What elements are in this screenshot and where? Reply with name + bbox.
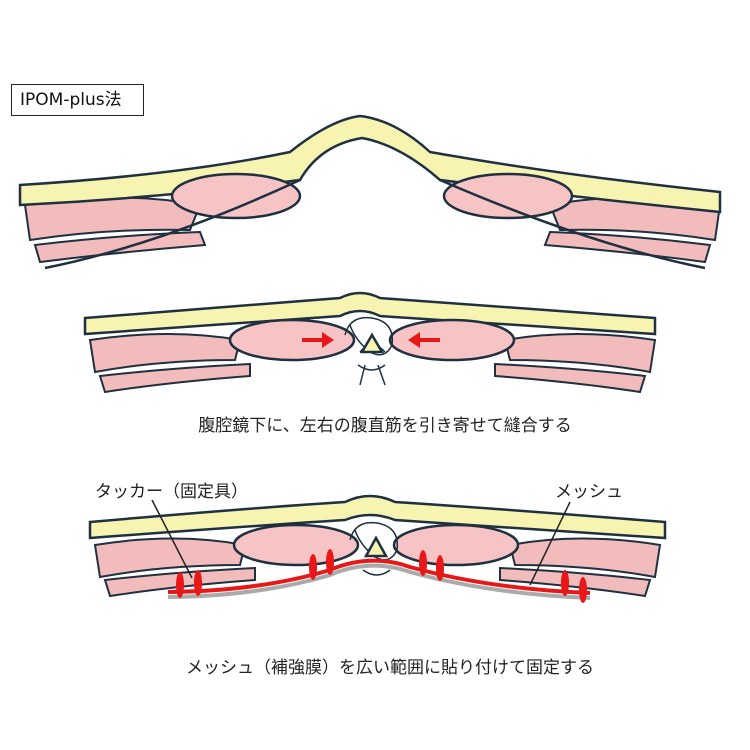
fascia-peak xyxy=(359,332,385,354)
tackers xyxy=(176,549,587,603)
mesh-label: メッシュ xyxy=(555,482,623,502)
rectus-muscle-left xyxy=(232,523,360,567)
panel2-caption: 腹腔鏡下に、左右の腹直筋を引き寄せて縫合する xyxy=(198,416,572,436)
panel-mesh xyxy=(88,494,667,603)
rectus-muscle-right xyxy=(442,172,574,220)
rectus-muscle-right xyxy=(388,318,516,362)
tacker xyxy=(326,549,334,575)
tacker xyxy=(561,570,569,596)
tacker-label: タッカー（固定具） xyxy=(95,482,248,502)
fibers-right xyxy=(494,333,657,394)
mesh-leader-line xyxy=(529,501,571,586)
panel3-caption: メッシュ（補強膜）を広い範囲に貼り付けて固定する xyxy=(186,658,594,678)
pull-arrow-right xyxy=(302,332,334,348)
fibers-right xyxy=(499,537,662,598)
suture-knot xyxy=(349,521,399,576)
rectus-muscle-left xyxy=(228,318,356,362)
fat-layer xyxy=(18,114,722,214)
pull-arrow-left xyxy=(408,332,440,348)
panel-before xyxy=(18,114,722,270)
tacker xyxy=(419,550,427,576)
tacker xyxy=(436,555,444,581)
tacker xyxy=(579,577,587,603)
title-box: IPOM-plus法 xyxy=(11,84,144,116)
fibers-right xyxy=(543,196,722,264)
fat-layer xyxy=(83,291,657,336)
fat-layer xyxy=(88,494,667,540)
panel-suture xyxy=(83,291,657,394)
mesh xyxy=(167,558,591,595)
tacker xyxy=(309,554,317,580)
tacker xyxy=(176,572,184,598)
peritoneum-line xyxy=(44,178,706,270)
rectus-muscle-left xyxy=(170,172,302,220)
tacker xyxy=(194,570,202,596)
fascia-peak xyxy=(363,535,389,558)
tacker-leader-line xyxy=(151,499,193,579)
rectus-muscle-right xyxy=(392,523,520,567)
fibers-left xyxy=(88,333,251,394)
mesh-shadow xyxy=(167,563,591,600)
